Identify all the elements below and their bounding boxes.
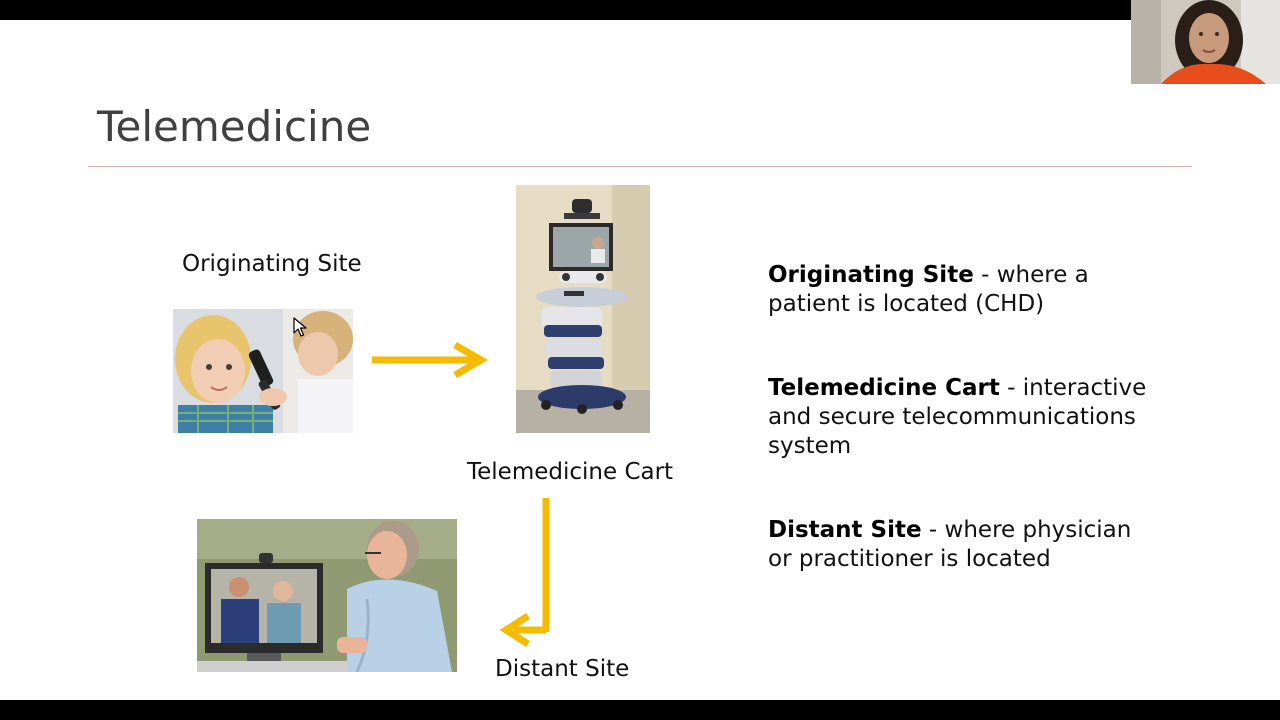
slide-title: Telemedicine <box>97 102 372 151</box>
telemedicine-cart-label: Telemedicine Cart <box>467 459 674 485</box>
child-ear-exam-photo <box>173 309 353 433</box>
title-divider <box>88 166 1192 167</box>
definition-description: - interactive and secure telecommunicati… <box>768 375 1147 459</box>
originating-site-label: Originating Site <box>182 251 362 277</box>
definition-term: Originating Site <box>768 262 974 288</box>
presenter-webcam[interactable] <box>1131 0 1280 84</box>
definition-term: Telemedicine Cart <box>768 375 1000 401</box>
definition-originating-site: Originating Site - where a patient is lo… <box>768 261 1158 319</box>
mouse-pointer-icon <box>293 317 307 341</box>
telemedicine-cart-photo <box>516 185 650 433</box>
definition-term: Distant Site <box>768 517 922 543</box>
arrow-originating-to-cart <box>372 341 489 379</box>
definition-telemedicine-cart: Telemedicine Cart - interactive and secu… <box>768 374 1158 461</box>
distant-site-label: Distant Site <box>495 656 630 682</box>
definition-distant-site: Distant Site - where physician or practi… <box>768 516 1158 574</box>
definition-description: - where physician or practitioner is loc… <box>768 517 1132 572</box>
arrow-cart-to-distant <box>499 498 550 647</box>
distant-physician-photo <box>197 519 457 672</box>
definition-description: - where a patient is located (CHD) <box>768 262 1089 317</box>
